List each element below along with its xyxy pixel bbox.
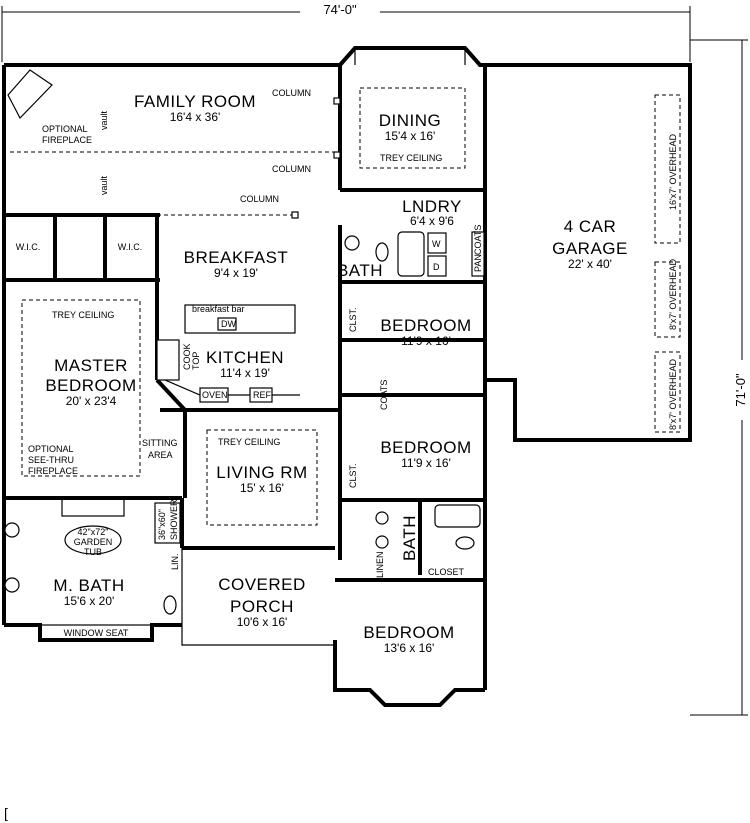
column-marker [333, 151, 341, 159]
family-room-name: FAMILY ROOM [134, 92, 256, 111]
master-bedroom-name-line1: MASTER [54, 356, 128, 375]
tub-line3: TUB [84, 547, 102, 557]
overhead-door-label: 8'x7' OVERHEAD [668, 359, 678, 430]
covered-porch-name-line2: PORCH [230, 597, 294, 616]
garden-tub-icon [64, 525, 122, 555]
trey-ceiling-label: TREY CEILING [52, 310, 114, 320]
closet-2-label: CLOSET [428, 567, 465, 577]
coats-small-label: COATS [473, 225, 483, 255]
optional-fireplace-line1: OPTIONAL [42, 124, 88, 134]
trey-ceiling-label: TREY CEILING [380, 153, 442, 163]
bedroom-1-name: BEDROOM [380, 316, 471, 335]
breakfast-size: 9'4 x 19' [214, 266, 258, 280]
overhead-door-label: 8'x7' OVERHEAD [668, 259, 678, 330]
oven-label: OVEN [202, 390, 228, 400]
corner-mark: [ [4, 805, 8, 821]
trey-ceiling-label: TREY CEILING [218, 437, 280, 447]
bedroom-3-name: BEDROOM [363, 623, 454, 642]
overall-depth-label: 71'-0" [733, 373, 748, 407]
master-bath-size: 15'6 x 20' [64, 594, 115, 608]
vault-label: vault [99, 110, 109, 130]
closet-label: CLST. [348, 307, 358, 332]
sitting-area-line1: SITTING [142, 438, 178, 448]
breakfast-name: BREAKFAST [184, 248, 289, 267]
covered-porch-size: 10'6 x 16' [237, 615, 288, 629]
annotations: vault vault OPTIONAL FIREPLACE COLUMN CO… [4, 88, 678, 821]
breakfast-bar-label: breakfast bar [192, 304, 245, 314]
see-thru-line3: FIREPLACE [28, 466, 78, 476]
living-room-name: LIVING RM [216, 463, 307, 482]
kitchen-name: KITCHEN [206, 348, 284, 367]
master-bedroom-size: 20' x 23'4 [66, 394, 117, 408]
ceiling-outlines [10, 70, 681, 526]
dining-name: DINING [379, 111, 442, 130]
fireplace-icon [7, 69, 53, 120]
bedroom-3-size: 13'6 x 16' [384, 641, 435, 655]
fixtures [4, 69, 485, 641]
dishwasher-label: DW [221, 319, 236, 329]
column-label: COLUMN [240, 194, 279, 204]
dimension-lines: 74'-0" 71'-0" [1, 2, 750, 716]
linen-short-label: LINEN [375, 551, 385, 578]
tub-line1: 42"x72" [78, 527, 109, 537]
column-label: COLUMN [272, 164, 311, 174]
linen-label: LIN. [170, 553, 180, 570]
master-bedroom-name-line2: BEDROOM [45, 376, 136, 395]
dryer-label: D [433, 262, 440, 272]
family-room-size: 16'4 x 36' [170, 110, 221, 124]
ref-label: REF [253, 390, 272, 400]
column-marker [291, 211, 299, 219]
kitchen-size: 11'4 x 19' [220, 366, 270, 380]
coats-label: COATS [379, 380, 389, 410]
washer-label: W [432, 239, 441, 249]
closet-label: CLST. [348, 463, 358, 488]
shower-line1: 36"x60" [157, 509, 167, 540]
laundry-name: LNDRY [402, 197, 462, 216]
optional-fireplace-line2: FIREPLACE [42, 135, 92, 145]
cook-top-line2: TOP [191, 352, 201, 370]
interior-walls [4, 188, 485, 582]
living-room-size: 15' x 16' [240, 481, 284, 495]
shower-line2: SHOWER [169, 499, 179, 540]
pan-label: PAN [473, 254, 483, 272]
bath-2-name: BATH [400, 515, 419, 561]
bedroom-1-size: 11'9 x 16' [401, 334, 451, 348]
garage-size: 22' x 40' [568, 257, 612, 271]
laundry-size: 6'4 x 9'6 [410, 214, 454, 228]
cook-top-line1: COOK [182, 343, 192, 370]
garage-name-line1: 4 CAR [564, 217, 617, 236]
wic-label: W.I.C. [16, 242, 41, 252]
wic-label: W.I.C. [118, 242, 143, 252]
tub-line2: GARDEN [74, 537, 113, 547]
window-seat-label: WINDOW SEAT [64, 628, 129, 638]
column-marker [333, 97, 341, 105]
overhead-door-label: 16'x7' OVERHEAD [668, 134, 678, 210]
see-thru-line2: SEE-THRU [28, 455, 74, 465]
garage-name-line2: GARAGE [552, 239, 628, 258]
dining-size: 15'4 x 16' [385, 129, 436, 143]
room-labels: FAMILY ROOM 16'4 x 36' DINING 15'4 x 16'… [45, 92, 628, 655]
bedroom-2-size: 11'9 x 16' [401, 456, 451, 470]
covered-porch-name-line1: COVERED [218, 575, 306, 594]
column-label: COLUMN [272, 88, 311, 98]
see-thru-line1: OPTIONAL [28, 444, 74, 454]
bath-1-name: BATH [337, 261, 383, 280]
sitting-area-line2: AREA [148, 450, 173, 460]
master-bath-name: M. BATH [53, 576, 124, 595]
vault-label: vault [99, 175, 109, 195]
bedroom-2-name: BEDROOM [380, 438, 471, 457]
overall-width-label: 74'-0" [323, 2, 357, 17]
